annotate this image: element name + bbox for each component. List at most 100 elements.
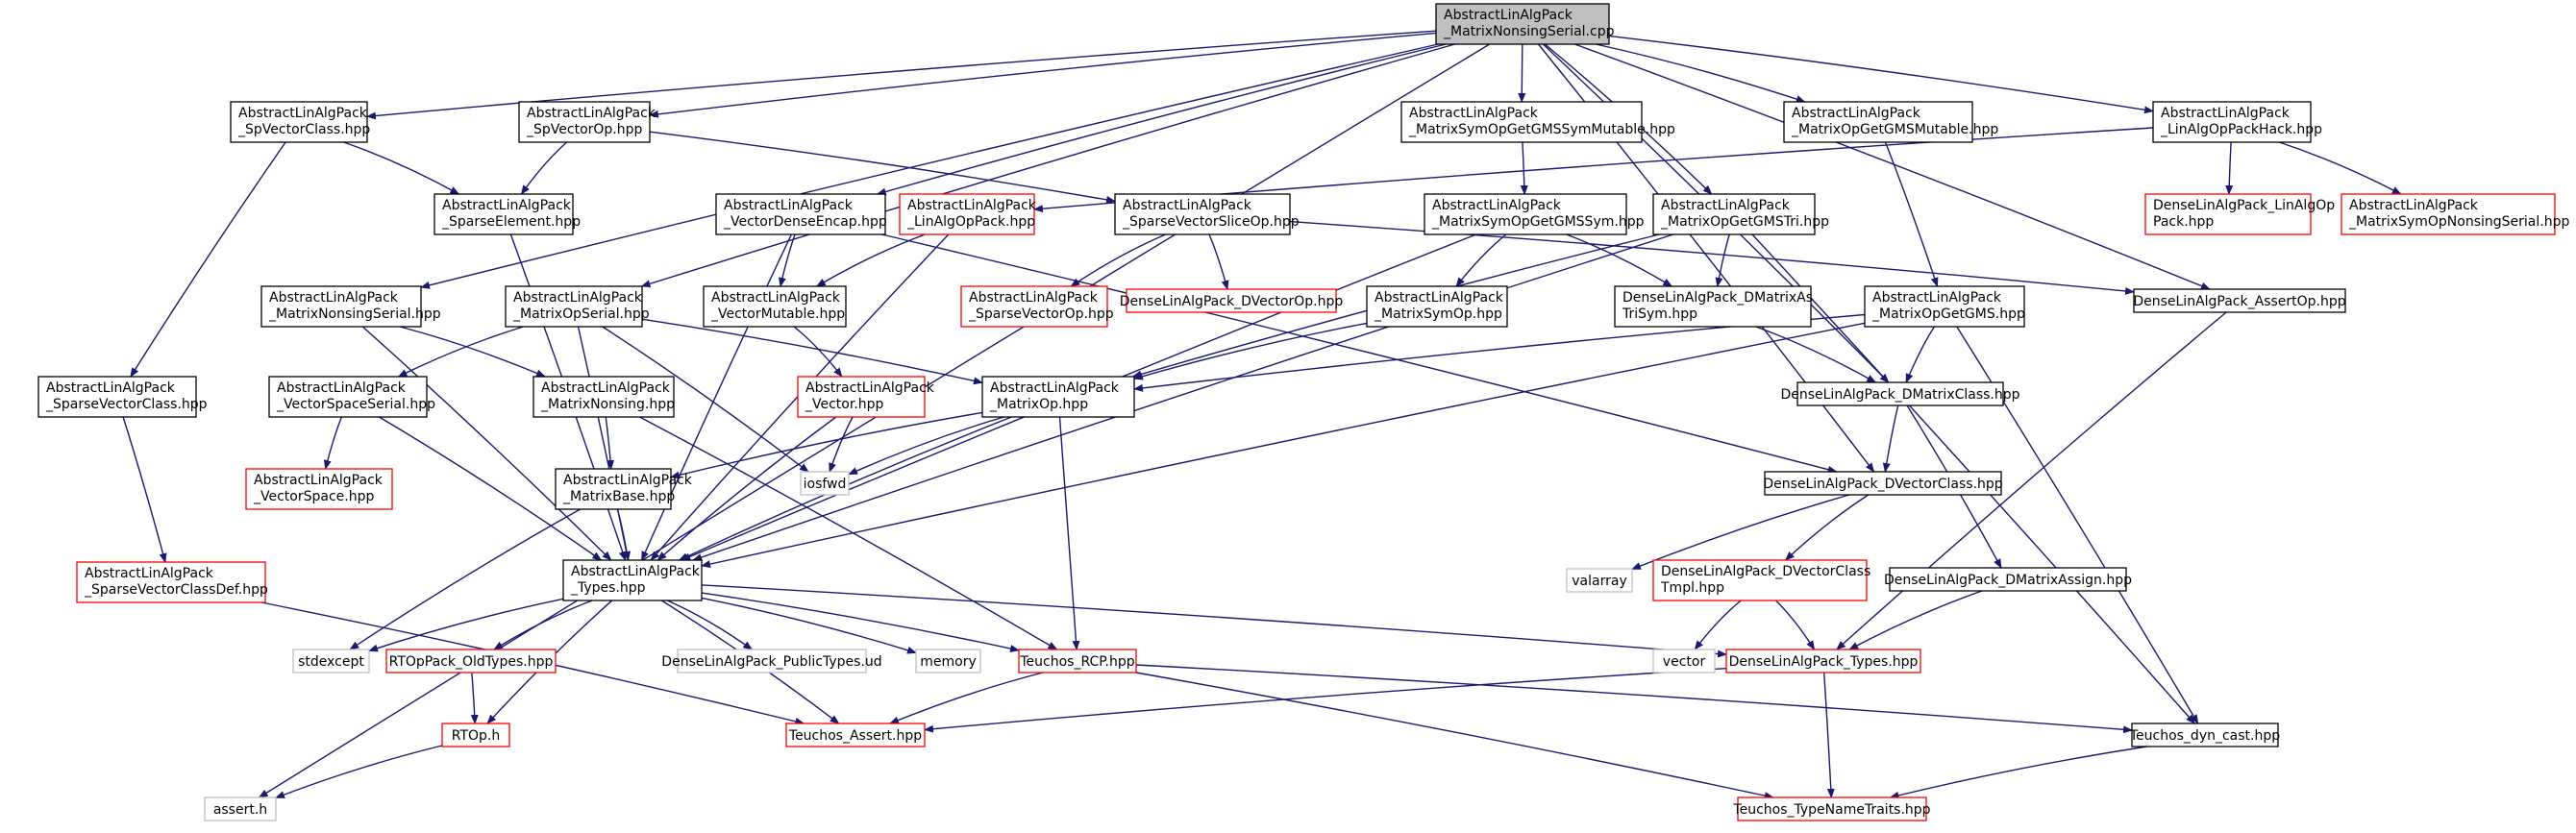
- include-edge-n0-n47: [1608, 35, 2154, 114]
- include-edge-n0-n21: [1574, 43, 2211, 290]
- include-edge-n32-n33: [881, 233, 1838, 474]
- file-node-label: _VectorSpaceSerial.hpp: [276, 397, 435, 412]
- file-node[interactable]: DenseLinAlgPack_DMatrixAssign.hpp: [1884, 567, 2132, 592]
- file-node-label: assert.h: [213, 802, 267, 818]
- file-node[interactable]: AbstractLinAlgPack_LinAlgOpPackHack.hpp: [2152, 101, 2322, 143]
- file-node-box: [1366, 285, 1508, 328]
- file-node-box: [385, 649, 557, 674]
- file-node-box: [533, 376, 675, 418]
- file-node[interactable]: DenseLinAlgPack_DMatrixClass.hpp: [1780, 381, 2020, 406]
- file-node[interactable]: DenseLinAlgPack_DVectorOp.hpp: [1120, 288, 1344, 313]
- nodes-layer: AbstractLinAlgPack_MatrixNonsingSerial.c…: [37, 3, 2569, 821]
- file-node[interactable]: AbstractLinAlgPack_SparseVectorSliceOp.h…: [1114, 193, 1300, 235]
- file-node-box: [1764, 471, 2002, 496]
- file-node[interactable]: AbstractLinAlgPack_VectorSpaceSerial.hpp: [268, 376, 435, 418]
- include-edge-n0-n22: [420, 43, 1439, 289]
- file-node[interactable]: AbstractLinAlgPack_MatrixSymOp.hpp: [1366, 285, 1508, 328]
- include-edge-n33-n34: [1631, 494, 1850, 571]
- file-node[interactable]: AbstractLinAlgPack_VectorDenseEncap.hpp: [715, 193, 887, 235]
- file-node-label: AbstractLinAlgPack: [238, 106, 368, 121]
- file-node[interactable]: DenseLinAlgPack_Types.hpp: [1725, 649, 1921, 674]
- include-edge-n39-n40: [1455, 233, 1507, 287]
- include-edge-n0-n44: [1596, 43, 1806, 103]
- file-node-label: Pack.hpp: [2153, 214, 2214, 230]
- include-edge-n39-n41: [1566, 233, 1673, 287]
- file-node[interactable]: AbstractLinAlgPack_VectorMutable.hpp: [703, 285, 847, 328]
- file-node-box: [230, 101, 368, 143]
- file-node[interactable]: AbstractLinAlgPack_SparseVectorOp.hpp: [960, 285, 1114, 328]
- file-node[interactable]: AbstractLinAlgPack_MatrixOpGetGMSTri.hpp: [1652, 193, 1829, 235]
- file-node[interactable]: AbstractLinAlgPack_Vector.hpp: [797, 376, 935, 418]
- file-node[interactable]: AbstractLinAlgPack_SparseElement.hpp: [433, 193, 581, 235]
- include-edge-n23-n13: [639, 416, 1058, 650]
- file-node[interactable]: AbstractLinAlgPack_SparseVectorClassDef.…: [76, 561, 268, 603]
- include-edge-n16-n15: [1823, 672, 1835, 798]
- file-node[interactable]: AbstractLinAlgPack_VectorSpace.hpp: [245, 468, 393, 510]
- include-edge-n2-n6: [343, 141, 460, 195]
- include-edge-n7-n16: [701, 584, 1727, 658]
- file-node[interactable]: AbstractLinAlgPack_MatrixOpGetGMS.hpp: [1864, 285, 2025, 328]
- file-node-label: AbstractLinAlgPack: [724, 198, 854, 213]
- include-edge-n18-n20: [1208, 233, 1229, 290]
- file-node[interactable]: Teuchos_Assert.hpp: [785, 723, 926, 747]
- file-node-label: _SpVectorClass.hpp: [237, 122, 370, 137]
- file-node-label: RTOpPack_OldTypes.hpp: [389, 654, 554, 670]
- file-node-label: AbstractLinAlgPack: [907, 198, 1037, 213]
- file-node-label: stdexcept: [298, 654, 364, 670]
- file-node-box: [677, 649, 867, 674]
- file-node-label: valarray: [1572, 574, 1626, 589]
- file-node[interactable]: RTOpPack_OldTypes.hpp: [385, 649, 557, 674]
- file-node[interactable]: AbstractLinAlgPack_SparseVectorClass.hpp: [37, 376, 208, 418]
- file-node[interactable]: RTOp.h: [441, 723, 510, 747]
- include-edge-n22-n23: [399, 326, 546, 378]
- file-node[interactable]: AbstractLinAlgPack_LinAlgOpPack.hpp: [899, 193, 1037, 235]
- file-node-label: DenseLinAlgPack_DMatrixAssign.hpp: [1884, 573, 2132, 588]
- file-node[interactable]: AbstractLinAlgPack_MatrixNonsingSerial.h…: [260, 285, 441, 328]
- file-node-label: _SparseVectorClassDef.hpp: [84, 582, 268, 598]
- file-node[interactable]: DenseLinAlgPack_LinAlgOpPack.hpp: [2144, 193, 2335, 235]
- file-node[interactable]: AbstractLinAlgPack_MatrixOp.hpp: [981, 376, 1135, 418]
- file-node[interactable]: AbstractLinAlgPack_MatrixNonsing.hpp: [533, 376, 675, 418]
- file-node-label: _SparseVectorClass.hpp: [45, 397, 208, 412]
- include-edge-n16-n5: [924, 668, 1727, 733]
- file-node[interactable]: AbstractLinAlgPack_MatrixBase.hpp: [555, 468, 693, 510]
- file-node-box: [204, 796, 277, 821]
- file-node[interactable]: Teuchos_dyn_cast.hpp: [2129, 723, 2280, 747]
- file-node[interactable]: AbstractLinAlgPack_MatrixSymOpGetGMSSym.…: [1424, 193, 1645, 235]
- file-node-label: memory: [920, 654, 977, 670]
- include-edge-n18-n21: [1289, 220, 2135, 295]
- file-node-box: [1614, 285, 1812, 328]
- file-node[interactable]: Teuchos_TypeNameTraits.hpp: [1732, 796, 1931, 821]
- file-node[interactable]: DenseLinAlgPack_DVectorClass.hpp: [1763, 471, 2003, 496]
- include-edge-n46-n41: [1715, 233, 1730, 287]
- file-node[interactable]: AbstractLinAlgPack_SpVectorClass.hpp: [230, 101, 370, 143]
- file-node-box: [433, 193, 574, 235]
- file-node[interactable]: Teuchos_RCP.hpp: [1018, 649, 1137, 674]
- include-edge-n0-n32: [876, 43, 1447, 196]
- file-node: valarray: [1566, 568, 1633, 593]
- file-node-box: [2152, 101, 2312, 143]
- file-node-box: [915, 649, 981, 674]
- file-node[interactable]: AbstractLinAlgPack_MatrixNonsingSerial.c…: [1435, 3, 1615, 45]
- include-edge-n40-n29: [1133, 322, 1368, 380]
- file-node[interactable]: AbstractLinAlgPack_MatrixOpGetGMSMutable…: [1783, 101, 1998, 143]
- file-node: assert.h: [204, 796, 277, 821]
- file-node-label: AbstractLinAlgPack: [254, 473, 384, 488]
- file-node[interactable]: AbstractLinAlgPack_MatrixSymOpNonsingSer…: [2341, 193, 2569, 235]
- file-node-box: [1737, 796, 1927, 821]
- include-edge-n47-n48: [2225, 141, 2234, 195]
- file-node[interactable]: AbstractLinAlgPack_SpVectorOp.hpp: [518, 101, 656, 143]
- include-edge-n29-n24: [670, 411, 983, 479]
- include-edge-n45-n42: [1905, 326, 1935, 383]
- file-node[interactable]: AbstractLinAlgPack_Types.hpp: [562, 559, 703, 601]
- file-node[interactable]: DenseLinAlgPack_AssertOp.hpp: [2133, 288, 2346, 313]
- file-node[interactable]: AbstractLinAlgPack_MatrixOpSerial.hpp: [505, 285, 650, 328]
- file-node-box: [562, 559, 703, 601]
- file-node-label: AbstractLinAlgPack: [442, 198, 572, 213]
- file-node-box: [1424, 193, 1627, 235]
- file-node[interactable]: AbstractLinAlgPack_MatrixSymOpGetGMSSymM…: [1400, 101, 1675, 143]
- file-node-label: DenseLinAlgPack_PublicTypes.ud: [661, 654, 881, 670]
